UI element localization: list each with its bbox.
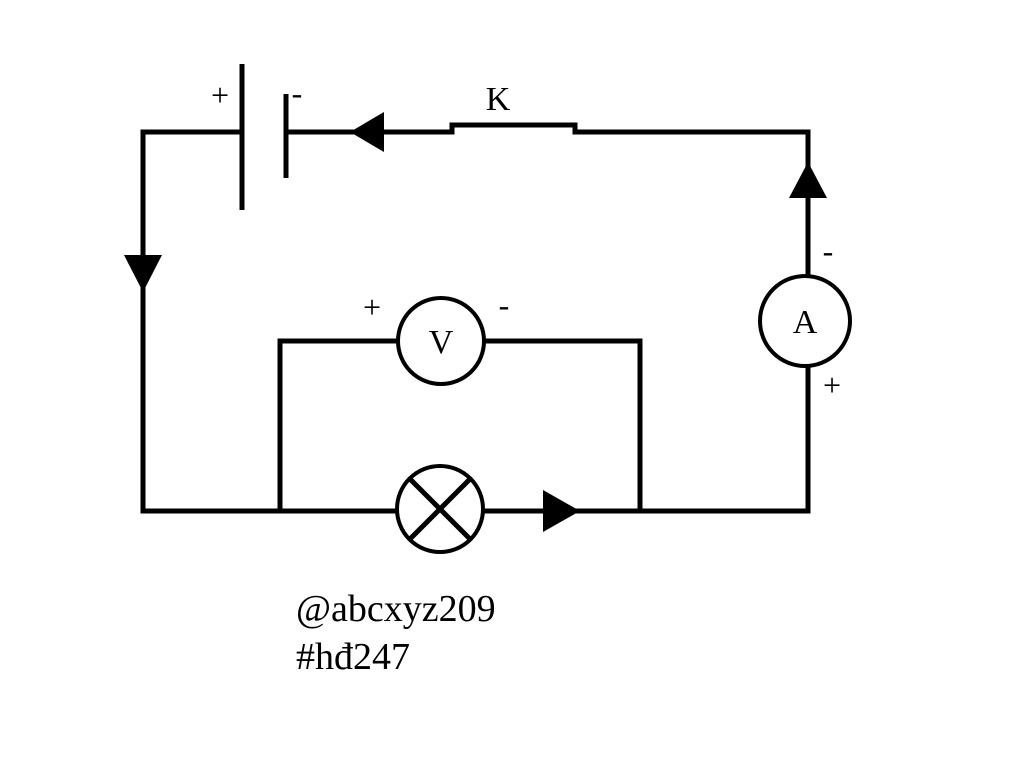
voltmeter-label: V bbox=[429, 324, 454, 361]
voltmeter-plus-sign: + bbox=[363, 289, 381, 325]
current-arrow-right bbox=[789, 162, 827, 198]
ammeter-plus-sign: + bbox=[823, 367, 841, 403]
current-arrow-bottom bbox=[543, 490, 580, 532]
current-arrow-top bbox=[350, 112, 384, 152]
watermark-line-2: #hđ247 bbox=[296, 636, 410, 678]
ammeter bbox=[758, 274, 852, 368]
current-arrow-left bbox=[124, 255, 162, 292]
battery-minus-sign: - bbox=[292, 75, 303, 111]
ammeter-label: A bbox=[793, 304, 818, 341]
voltmeter-minus-sign: - bbox=[499, 287, 510, 323]
wire-voltmeter-right bbox=[481, 338, 643, 514]
lamp bbox=[395, 464, 485, 554]
lamp-filament-b bbox=[408, 477, 472, 541]
switch-k bbox=[449, 122, 578, 135]
switch-label: K bbox=[486, 81, 511, 118]
wire-voltmeter-left bbox=[277, 338, 401, 514]
voltmeter bbox=[396, 296, 486, 386]
ammeter-minus-sign: - bbox=[823, 233, 834, 269]
watermark-line-1: @abcxyz209 bbox=[296, 588, 496, 630]
battery-plus-sign: + bbox=[211, 77, 229, 113]
